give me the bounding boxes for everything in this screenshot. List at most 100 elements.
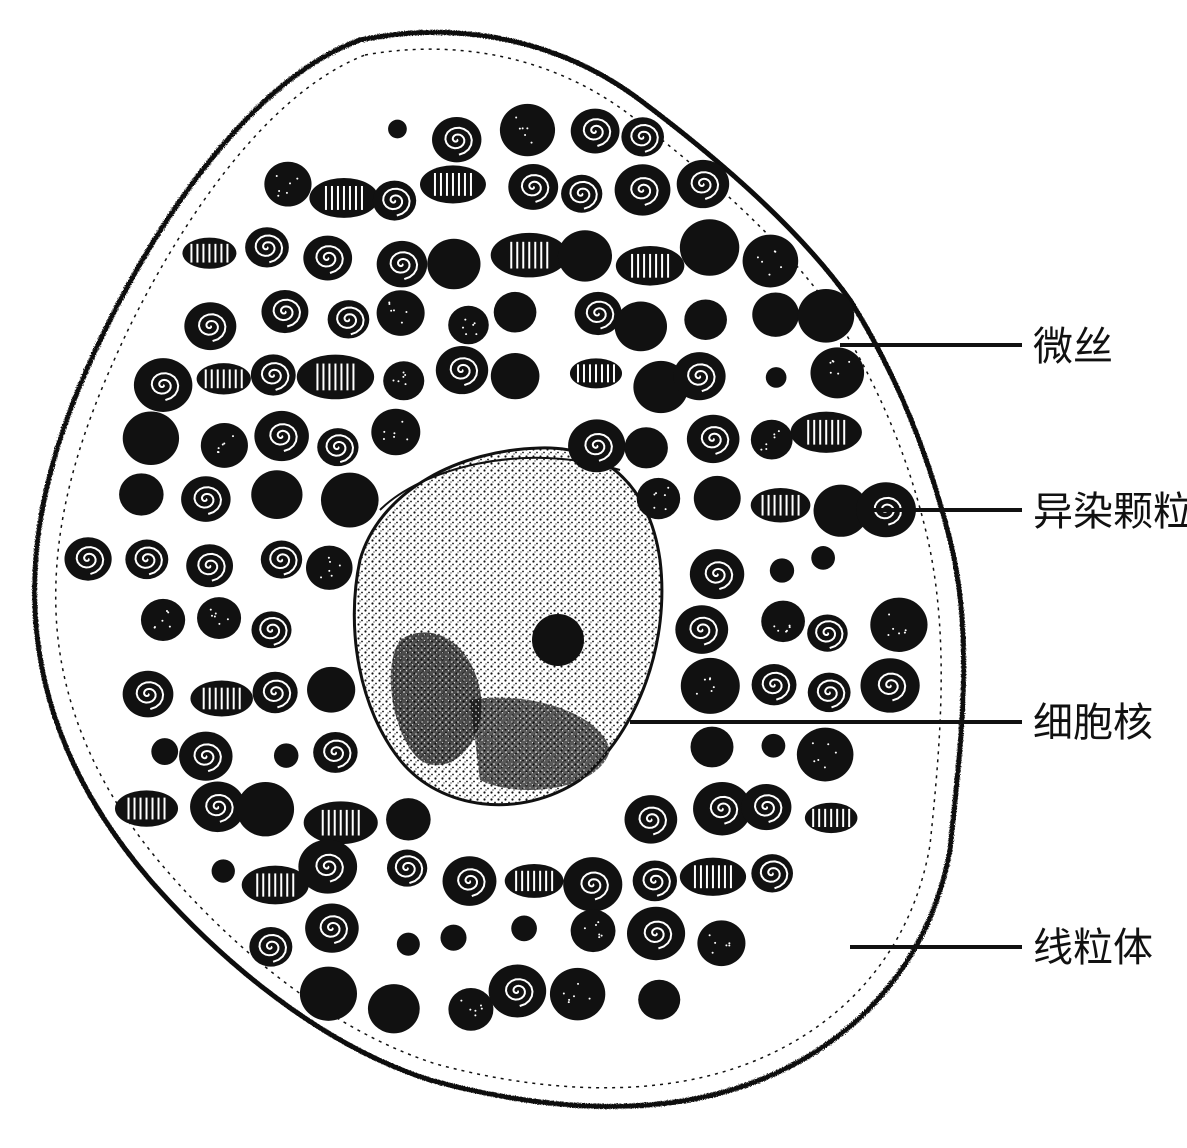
granule-icon (134, 358, 192, 412)
mitochondrion-icon (309, 178, 378, 218)
vesicle-icon (761, 601, 805, 643)
vesicle-icon (306, 546, 353, 590)
granule-icon (625, 795, 678, 843)
small-granule-icon (511, 916, 537, 942)
vesicle-icon (697, 920, 745, 966)
vesicle-icon (197, 597, 241, 639)
granule-icon (373, 181, 416, 221)
granule-icon (313, 732, 357, 773)
granule-icon (563, 857, 622, 911)
small-granule-icon (151, 738, 178, 765)
granule-icon (561, 175, 602, 213)
vesicle-icon (377, 290, 425, 336)
vesicle-icon (141, 599, 185, 641)
label-microfilament: 微丝 (1033, 327, 1113, 367)
vesicle-icon (615, 302, 667, 352)
mitochondrion-icon (491, 233, 568, 278)
granule-icon (860, 658, 919, 712)
mitochondrion-icon (242, 866, 309, 905)
granule-icon (179, 732, 232, 781)
vesicle-icon (691, 727, 734, 768)
mitochondrion-icon (420, 165, 486, 203)
label-mitochondrion: 线粒体 (1033, 928, 1153, 968)
granule-icon (627, 907, 685, 961)
vesicle-icon (550, 968, 605, 1021)
vesicle-icon (201, 423, 248, 468)
granule-icon (808, 673, 851, 712)
granule-icon (489, 965, 547, 1018)
vesicle-icon (237, 782, 294, 836)
granule-icon (298, 840, 357, 894)
granule-icon (190, 781, 245, 832)
label-nucleus: 细胞核 (1033, 703, 1153, 743)
granule-icon (184, 302, 236, 350)
small-granule-icon (762, 734, 786, 758)
small-granule-icon (766, 367, 787, 388)
granule-icon (807, 614, 847, 651)
granule-icon (432, 117, 481, 162)
vesicle-icon (752, 292, 799, 336)
mitochondrion-icon (505, 864, 564, 898)
mitochondrion-icon (182, 238, 236, 269)
granule-icon (568, 419, 625, 472)
vesicle-icon (251, 470, 302, 519)
vesicle-icon (743, 235, 799, 288)
vesicle-icon (386, 798, 431, 840)
vesicle-icon (321, 473, 379, 528)
mitochondrion-icon (115, 790, 178, 826)
granule-icon (254, 411, 309, 461)
vesicle-icon (448, 306, 489, 345)
vesicle-icon (870, 598, 927, 652)
vesicle-icon (797, 728, 854, 782)
granule-icon (64, 537, 111, 580)
granule-icon (125, 540, 168, 580)
mitochondrion-icon (680, 858, 746, 896)
mitochondrion-icon (304, 801, 378, 844)
vesicle-icon (371, 409, 420, 456)
granule-icon (752, 664, 797, 705)
granule-icon (245, 227, 289, 267)
vesicle-icon (494, 292, 537, 333)
nucleolus (532, 614, 584, 666)
granule-icon (123, 671, 174, 718)
granule-icon (690, 549, 744, 599)
vesicle-icon (427, 239, 480, 290)
granule-icon (633, 860, 677, 901)
granule-icon (436, 346, 488, 394)
granule-icon (377, 241, 428, 288)
vesicle-icon (448, 988, 493, 1031)
vesicle-icon (119, 473, 164, 515)
vesicle-icon (264, 162, 311, 207)
vesicle-icon (751, 420, 793, 460)
mitochondrion-icon (570, 358, 622, 388)
vesicle-icon (694, 476, 741, 521)
mitochondrion-icon (190, 680, 252, 716)
small-granule-icon (770, 558, 794, 582)
vesicle-icon (491, 353, 540, 399)
vesicle-icon (638, 980, 680, 1020)
granule-icon (675, 605, 728, 654)
vesicle-icon (810, 347, 864, 398)
vesicle-icon (571, 910, 616, 953)
small-granule-icon (440, 925, 466, 951)
small-granule-icon (811, 546, 835, 570)
vesicle-icon (123, 411, 179, 465)
granule-icon (305, 903, 359, 952)
vesicle-icon (681, 658, 740, 714)
granule-icon (687, 415, 740, 463)
granule-icon (571, 109, 620, 154)
granule-icon (249, 927, 292, 967)
granule-icon (251, 611, 291, 648)
vesicle-icon (625, 427, 668, 468)
vesicle-icon (307, 667, 355, 713)
small-granule-icon (397, 933, 420, 956)
granule-icon (317, 428, 358, 466)
granule-icon (741, 784, 791, 830)
vesicle-icon (368, 984, 420, 1033)
small-granule-icon (274, 743, 299, 768)
granule-icon (615, 164, 671, 215)
small-granule-icon (388, 120, 407, 139)
granule-icon (621, 117, 664, 156)
mitochondrion-icon (616, 246, 685, 286)
